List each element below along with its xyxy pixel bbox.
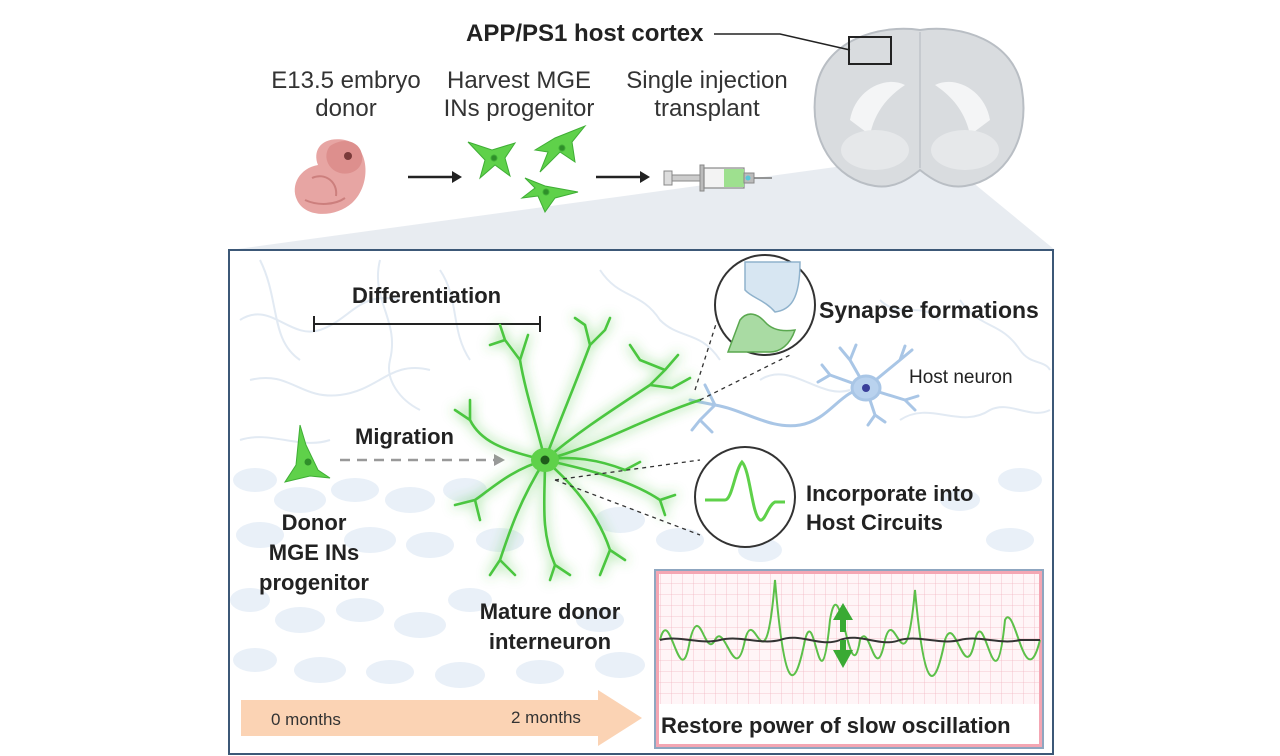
process-arrow-1 [408,171,462,183]
restore-oscillation-label: Restore power of slow oscillation [661,713,1011,738]
host-neuron-label: Host neuron [909,367,1013,388]
mature-interneuron-icon [453,316,702,582]
timeline-arrow [241,690,642,746]
host-cortex-pointer [714,33,851,51]
step-embryo-label: E13.5 embryo donor [271,67,421,123]
synapse-label: Synapse formations [819,297,1039,323]
syringe-icon [663,164,772,192]
spike-inset-icon [694,446,796,548]
differentiation-label: Differentiation [352,283,502,308]
tissue-background [230,259,1051,688]
synapse-inset-icon [714,254,816,356]
migration-label: Migration [355,424,454,449]
process-arrow-2 [596,171,650,183]
step-injection-label: Single injection transplant [626,67,788,123]
step-harvest-label: Harvest MGE INs progenitor [443,67,595,123]
donor-progenitor-cell-icon [283,424,331,483]
donor-label: Donor MGE INs progenitor [259,510,369,595]
progenitor-cells-icon [467,124,587,214]
brain-section-icon [813,27,1025,188]
embryo-icon [294,139,366,214]
timeline-start-label: 0 months [271,710,341,729]
host-neuron-icon [688,343,920,434]
host-cortex-label: APP/PS1 host cortex [466,20,704,47]
zoom-projection [230,165,1055,250]
incorporate-label: Incorporate into Host Circuits [806,481,974,535]
oscillation-trace-dark [659,636,1040,644]
timeline-end-label: 2 months [511,708,581,727]
mature-interneuron-soma-icon [531,448,559,472]
differentiation-bar [313,316,541,332]
mature-interneuron-label: Mature donor interneuron [479,599,621,654]
oscillation-panel [654,569,1044,749]
migration-arrow [340,454,505,466]
power-arrows-icon [833,603,853,668]
